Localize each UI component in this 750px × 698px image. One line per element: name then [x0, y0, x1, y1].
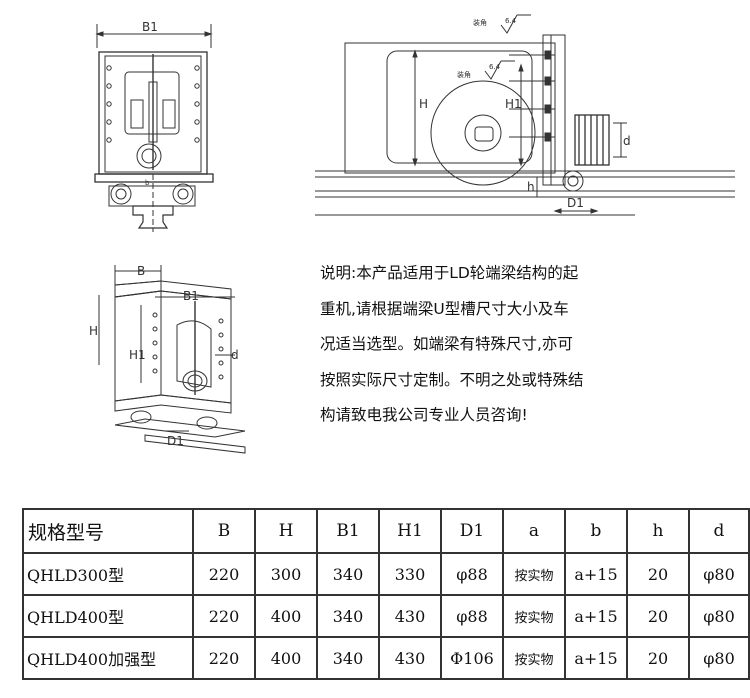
iso-d1-label: D1 — [167, 434, 184, 448]
header-h-small: h — [626, 508, 690, 554]
header-h1: H1 — [378, 508, 442, 554]
spec-table: 规格型号 B H B1 H1 D1 a b h d QHLD300型 220 3… — [22, 508, 750, 680]
table-header-row: 规格型号 B H B1 H1 D1 a b h d — [22, 508, 750, 554]
table-cell: 220 — [192, 636, 256, 680]
table-cell: 340 — [316, 636, 380, 680]
description-line: 按照实际尺寸定制。不明之处或特殊结 — [320, 370, 584, 389]
table-cell: 20 — [626, 594, 690, 638]
header-b: B — [192, 508, 256, 554]
side-rough-2: 6.4 — [489, 63, 501, 71]
table-cell: a+15 — [564, 552, 628, 596]
table-cell: φ80 — [688, 636, 750, 680]
table-row: QHLD400加强型 220 400 340 430 Φ106 按实物 a+15… — [22, 636, 750, 680]
product-description: 说明:本产品适用于LD轮端梁结构的起 重机,请根据端梁U型槽尺寸大小及车 况适当… — [320, 256, 740, 434]
cell-model: QHLD300型 — [22, 552, 194, 596]
iso-view-drawing: B B1 H H1 d D1 — [89, 264, 246, 454]
table-cell: 220 — [192, 552, 256, 596]
description-line: 说明:本产品适用于LD轮端梁结构的起 — [320, 264, 579, 282]
iso-d-label: d — [231, 348, 239, 362]
description-line: 构请致电我公司专业人员咨询! — [320, 406, 528, 424]
svg-text:b: b — [145, 179, 150, 187]
table-row: QHLD300型 220 300 340 330 φ88 按实物 a+15 20… — [22, 552, 750, 596]
table-cell: 340 — [316, 552, 380, 596]
table-cell: 400 — [254, 636, 318, 680]
table-cell: φ80 — [688, 594, 750, 638]
table-cell: 按实物 — [502, 552, 566, 596]
header-model: 规格型号 — [22, 508, 194, 554]
table-cell: 330 — [378, 552, 442, 596]
front-view-drawing: b B1 — [94, 20, 214, 232]
header-d1: D1 — [440, 508, 504, 554]
table-row: QHLD400型 220 400 340 430 φ88 按实物 a+15 20… — [22, 594, 750, 638]
side-h1-label: H1 — [505, 97, 522, 111]
table-cell: φ80 — [688, 552, 750, 596]
description-line: 重机,请根据端梁U型槽尺寸大小及车 — [320, 299, 569, 318]
table-cell: 按实物 — [502, 636, 566, 680]
table-cell: 340 — [316, 594, 380, 638]
side-d1-label: D1 — [567, 196, 584, 210]
table-cell: 按实物 — [502, 594, 566, 638]
side-h-small-label: h — [527, 180, 535, 194]
iso-h-label: H — [89, 324, 98, 338]
side-view-drawing: H H1 d h D1 装角 装角 6.4 6.4 — [315, 14, 735, 216]
table-cell: 430 — [378, 594, 442, 638]
header-h: H — [254, 508, 318, 554]
cell-model: QHLD400型 — [22, 594, 194, 638]
table-cell: 20 — [626, 636, 690, 680]
table-cell: Φ106 — [440, 636, 504, 680]
table-cell: 20 — [626, 552, 690, 596]
front-b1-label: B1 — [142, 20, 158, 34]
side-h-label: H — [419, 97, 428, 111]
table-cell: 300 — [254, 552, 318, 596]
table-cell: 430 — [378, 636, 442, 680]
iso-b1-label: B1 — [183, 289, 199, 303]
description-line: 况适当选型。如端梁有特殊尺寸,亦可 — [320, 335, 573, 353]
iso-b-label: B — [137, 264, 145, 278]
side-note-2: 装角 — [457, 70, 471, 79]
table-cell: 400 — [254, 594, 318, 638]
table-cell: 220 — [192, 594, 256, 638]
side-note-1: 装角 — [473, 18, 487, 27]
table-cell: a+15 — [564, 594, 628, 638]
table-cell: φ88 — [440, 594, 504, 638]
cell-model: QHLD400加强型 — [22, 636, 194, 680]
side-rough-1: 6.4 — [505, 17, 517, 25]
table-cell: a+15 — [564, 636, 628, 680]
side-d-label: d — [623, 134, 631, 148]
header-b-small: b — [564, 508, 628, 554]
header-a: a — [502, 508, 566, 554]
header-b1: B1 — [316, 508, 380, 554]
header-d: d — [688, 508, 750, 554]
iso-h1-label: H1 — [129, 348, 146, 362]
table-cell: φ88 — [440, 552, 504, 596]
